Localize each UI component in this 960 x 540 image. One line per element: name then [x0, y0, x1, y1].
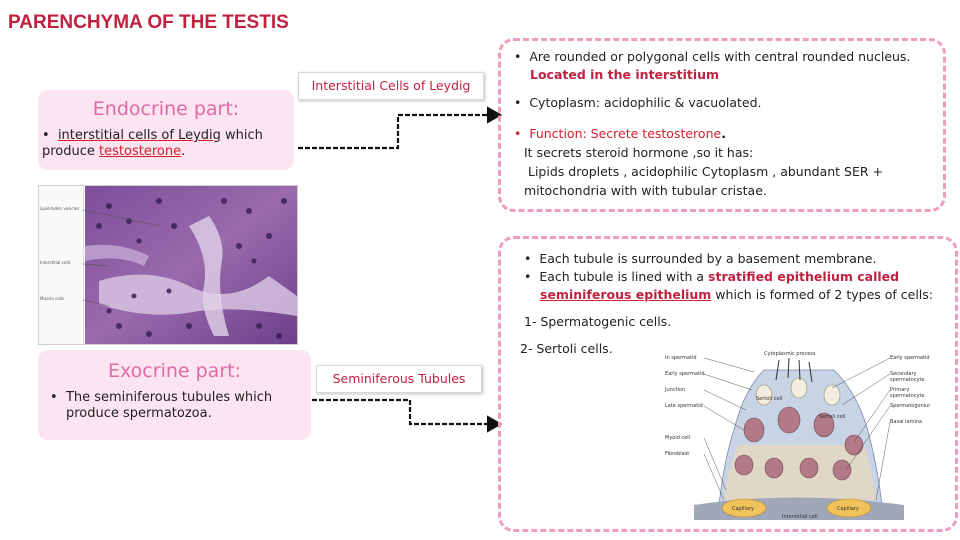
endocrine-heading: Endocrine part: — [92, 98, 240, 120]
diagram-left-label: In spermatid — [665, 355, 697, 361]
diagram-right-label: Secondary spermatocyte — [890, 371, 925, 383]
leydig-bullet-2: • Cytoplasm: acidophilic & vacuolated. — [514, 95, 762, 110]
seminiferous-epithelium-diagram: Cytoplasmic process In spermatid Early s… — [664, 350, 930, 520]
cell-type-1: 1- Spermatogenic cells. — [524, 314, 672, 329]
epithelium-drawing — [664, 350, 930, 520]
leydig-function-line-2: It secrets steroid hormone ,so it has: — [524, 145, 754, 160]
tubules-arrow — [312, 398, 503, 433]
diagram-bottom-label: Interstitial cell — [782, 514, 818, 520]
endocrine-bullet: • interstitial cells of Leydig which pro… — [42, 128, 263, 159]
tubule-description-box — [498, 236, 958, 532]
diagram-right-label: Spermatogonium — [890, 403, 930, 409]
leydig-location: Located in the interstitium — [530, 67, 720, 82]
function-label: Function — [529, 126, 583, 141]
diagram-left-label: Late spermatid — [665, 403, 703, 409]
leydig-bullet-3: • Function: Secrete testosterone. — [514, 126, 726, 141]
leydig-bullet-1: • Are rounded or polygonal cells with ce… — [514, 49, 911, 64]
diagram-left-label: Fibroblast — [665, 451, 690, 457]
diagram-bottom-label: Capillary — [732, 506, 754, 512]
leydig-function-line-3: Lipids droplets , acidophilic Cytoplasm … — [528, 164, 883, 179]
diagram-bottom-label: Capillary — [837, 506, 859, 512]
micrograph-label: Lipid-laden vesicles — [40, 206, 80, 211]
bullet-dot: • — [50, 390, 66, 405]
diagram-right-label: Early spermatid — [890, 355, 930, 361]
leydig-arrow — [298, 106, 503, 150]
tubules-label: Seminiferous Tubules — [316, 365, 482, 393]
leydig-term: interstitial cells of Leydig — [57, 128, 221, 143]
micrograph-tissue — [82, 186, 297, 344]
leydig-description-box — [498, 38, 946, 212]
diagram-right-label: Basal lamina — [890, 419, 923, 425]
diagram-center-label: Sertoli cell — [819, 414, 846, 420]
testosterone-term: testosterone — [99, 144, 182, 159]
page-title: PARENCHYMA OF THE TESTIS — [8, 12, 289, 33]
cell-type-2: 2- Sertoli cells. — [520, 341, 613, 356]
bullet-dot: • — [42, 128, 58, 143]
leydig-micrograph: Lipid-laden vesicles Interstitial cells … — [38, 185, 298, 345]
tubule-bullet-2: • Each tubule is lined with a stratified… — [524, 269, 900, 284]
diagram-left-label: Early spermatid — [665, 371, 705, 377]
diagram-left-label: Myoid cell — [665, 435, 691, 441]
tubule-bullet-2-cont: seminiferous epithelium which is formed … — [540, 287, 934, 302]
exocrine-heading: Exocrine part: — [108, 360, 241, 382]
exocrine-bullet: • The seminiferous tubules which produce… — [50, 390, 273, 421]
micrograph-label-column — [39, 186, 84, 344]
diagram-right-label: Primary spermatocyte — [890, 387, 925, 399]
micrograph-label: Interstitial cells — [40, 260, 71, 265]
leydig-function-line-4: mitochondria with with tubular cristae. — [524, 183, 767, 198]
seminiferous-epithelium-term: seminiferous epithelium — [540, 287, 712, 302]
diagram-center-label: Sertoli cell — [756, 396, 783, 402]
diagram-left-label: Junction — [665, 387, 686, 393]
leydig-label: Interstitial Cells of Leydig — [298, 72, 484, 100]
endocrine-panel: Endocrine part: • interstitial cells of … — [38, 90, 294, 170]
exocrine-panel: Exocrine part: • The seminiferous tubule… — [38, 350, 311, 440]
micrograph-label: Muscle cells — [40, 296, 65, 301]
diagram-label-top: Cytoplasmic process — [764, 351, 816, 357]
tubule-bullet-1: • Each tubule is surrounded by a basemen… — [524, 251, 877, 266]
